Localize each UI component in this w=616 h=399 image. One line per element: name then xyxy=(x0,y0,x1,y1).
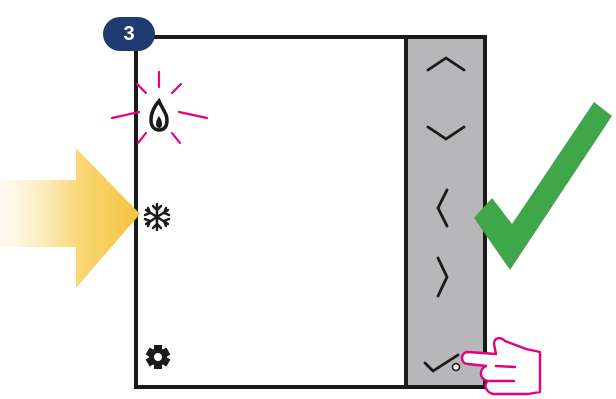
button-panel xyxy=(406,37,485,387)
pointer-arrow xyxy=(0,148,140,288)
press-indicator xyxy=(453,364,460,371)
step-number-badge: 3 xyxy=(103,17,155,51)
success-checkmark xyxy=(474,102,612,270)
step-number: 3 xyxy=(123,23,134,46)
gear-icon xyxy=(146,345,171,369)
